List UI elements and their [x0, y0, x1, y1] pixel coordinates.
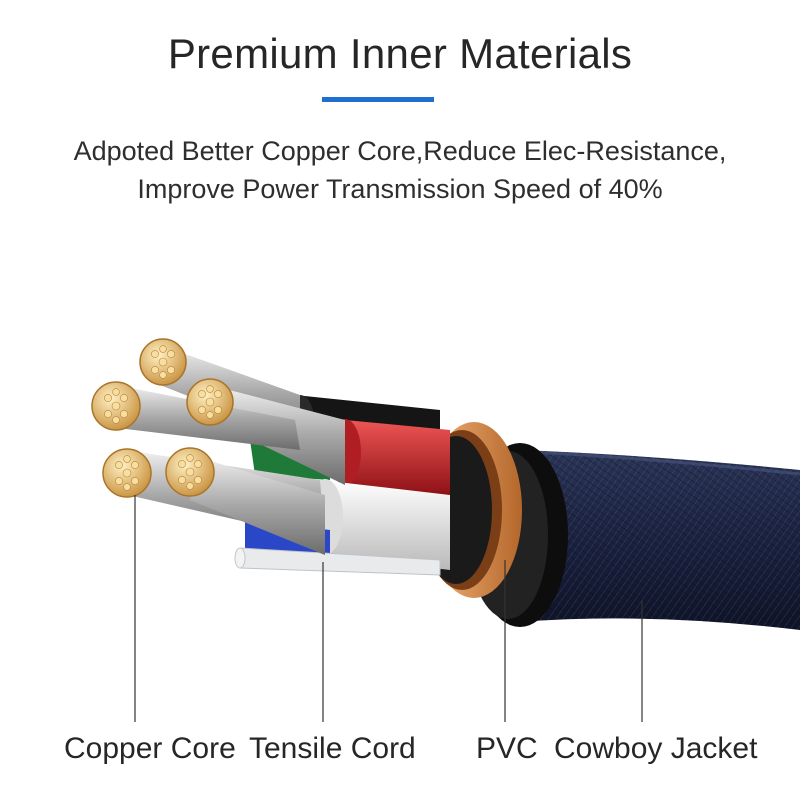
title-accent-bar — [322, 97, 434, 102]
callout-lines — [134, 495, 643, 722]
page-title: Premium Inner Materials — [167, 30, 633, 77]
jacket-layer — [520, 450, 800, 630]
subtitle-line-2: Improve Power Transmission Speed of 40% — [137, 174, 663, 204]
label-cowboy-jacket: Cowboy Jacket — [554, 732, 758, 765]
label-tensile-cord: Tensile Cord — [249, 732, 416, 765]
copper-bundles — [91, 338, 345, 555]
subtitle-line-1: Adpoted Better Copper Core,Reduce Elec-R… — [73, 136, 727, 166]
label-copper-core: Copper Core — [64, 732, 236, 765]
label-pvc: PVC — [476, 732, 538, 765]
